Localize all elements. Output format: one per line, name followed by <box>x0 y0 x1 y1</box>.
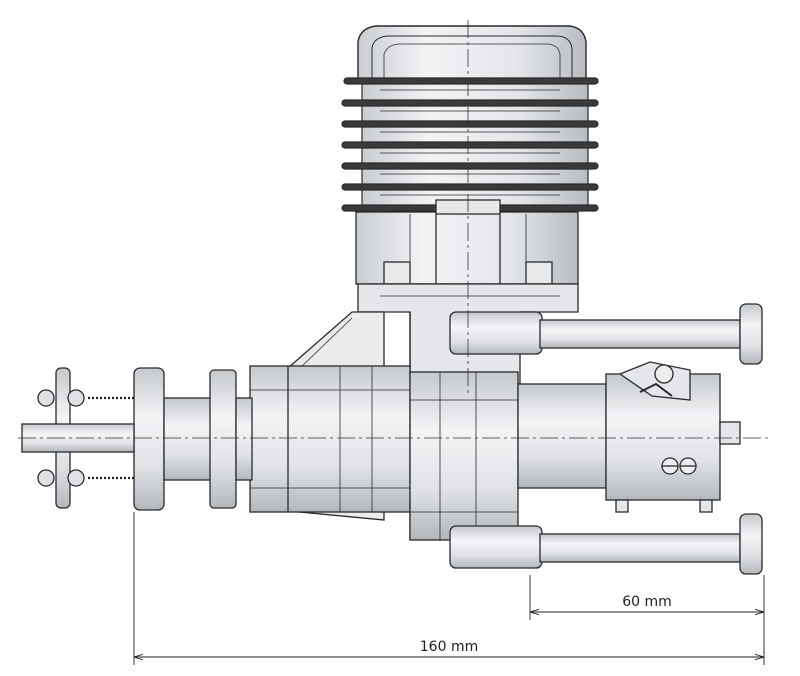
prop-bolt-head <box>37 469 55 487</box>
prop-bolt-head <box>37 389 55 407</box>
post-end-cap <box>739 513 763 575</box>
dimension-label-160mm: 160 mm <box>420 639 478 655</box>
fin <box>341 99 599 107</box>
dimension-label-60mm: 60 mm <box>622 594 672 610</box>
fin <box>341 120 599 128</box>
cylinder-barrel <box>355 199 579 285</box>
fin <box>341 183 599 191</box>
prop-bolt-head <box>67 389 85 407</box>
cooling-fins <box>341 77 599 212</box>
post-end-cap <box>739 303 763 365</box>
fin <box>343 77 599 85</box>
head-cap <box>357 25 587 83</box>
prop-bolt-head <box>67 469 85 487</box>
center-lines <box>18 20 770 439</box>
drive-hub <box>209 369 237 509</box>
fin <box>341 141 599 149</box>
cylinder-bolt <box>383 261 411 285</box>
prop-hub <box>21 367 253 511</box>
cylinder-bolt <box>525 261 553 285</box>
mounting-posts <box>449 303 763 575</box>
dimension-lines <box>133 512 765 665</box>
crank-housing <box>249 365 519 541</box>
drive-washer <box>133 367 165 511</box>
throttle-arm-pivot <box>654 364 674 384</box>
carburetor <box>517 361 741 513</box>
cylinder-head <box>357 25 587 83</box>
fin <box>341 162 599 170</box>
